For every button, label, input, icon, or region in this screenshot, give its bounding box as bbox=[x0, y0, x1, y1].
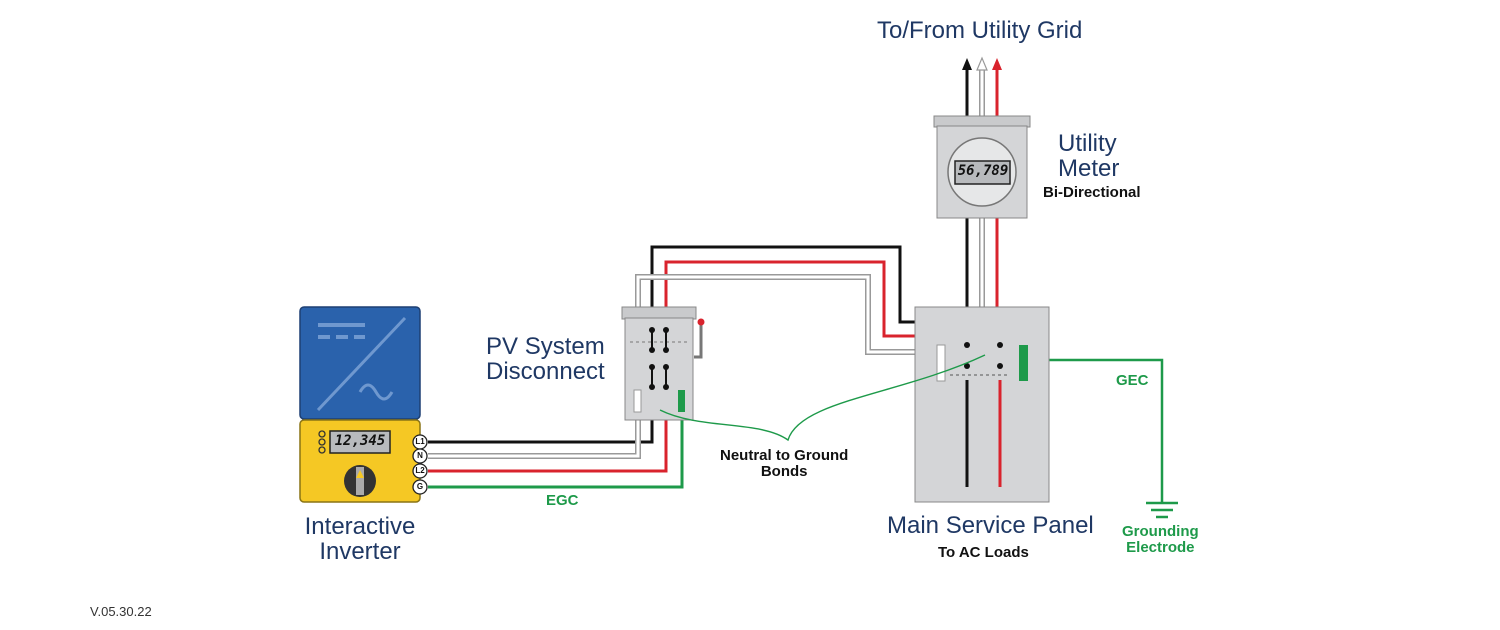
meter-title: Utility Meter bbox=[1058, 130, 1120, 183]
inverter-reading: 12,345 bbox=[334, 433, 386, 449]
meter-reading: 56,789 bbox=[957, 163, 1009, 179]
panel-title: Main Service Panel bbox=[887, 512, 1094, 539]
pv-disconnect-line2: Disconnect bbox=[486, 358, 605, 386]
bonds-label: Neutral to Ground Bonds bbox=[720, 448, 848, 480]
gec-wire bbox=[1024, 358, 1178, 519]
electrode-line2: Electrode bbox=[1126, 538, 1195, 556]
egc-label: EGC bbox=[546, 492, 579, 509]
interactive-inverter-box bbox=[299, 306, 421, 503]
bonds-line1: Neutral to Ground bbox=[720, 447, 849, 464]
inverter-title-line2: Inverter bbox=[319, 538, 401, 566]
meter-subtitle: Bi-Directional bbox=[1043, 184, 1141, 201]
grid-arrows bbox=[962, 56, 1002, 116]
utility-meter bbox=[933, 115, 1031, 219]
meter-title-line2: Meter bbox=[1058, 155, 1120, 183]
inverter-title: Interactive Inverter bbox=[300, 513, 420, 566]
bonds-line2: Bonds bbox=[760, 462, 808, 480]
electrode-line1: Grounding bbox=[1122, 523, 1199, 540]
pv-disconnect-title: PV System Disconnect bbox=[486, 333, 605, 386]
terminal-l1-label: L1 bbox=[415, 437, 425, 446]
main-service-panel-box bbox=[914, 306, 1050, 503]
pv-disconnect-line1: PV System bbox=[486, 333, 605, 360]
terminal-n-label: N bbox=[417, 451, 423, 460]
grid-label: To/From Utility Grid bbox=[877, 17, 1083, 44]
terminal-g-label: G bbox=[416, 482, 424, 491]
pv-disconnect-box bbox=[621, 306, 705, 421]
gec-label: GEC bbox=[1116, 372, 1149, 389]
inverter-terminals bbox=[412, 434, 428, 495]
inverter-title-line1: Interactive bbox=[304, 513, 416, 540]
meter-title-line1: Utility bbox=[1058, 130, 1117, 157]
panel-subtitle: To AC Loads bbox=[938, 544, 1029, 561]
version-label: V.05.30.22 bbox=[90, 604, 152, 619]
electrode-label: Grounding Electrode bbox=[1122, 524, 1199, 556]
terminal-l2-label: L2 bbox=[415, 466, 425, 475]
bond-callout-curve bbox=[659, 354, 986, 442]
